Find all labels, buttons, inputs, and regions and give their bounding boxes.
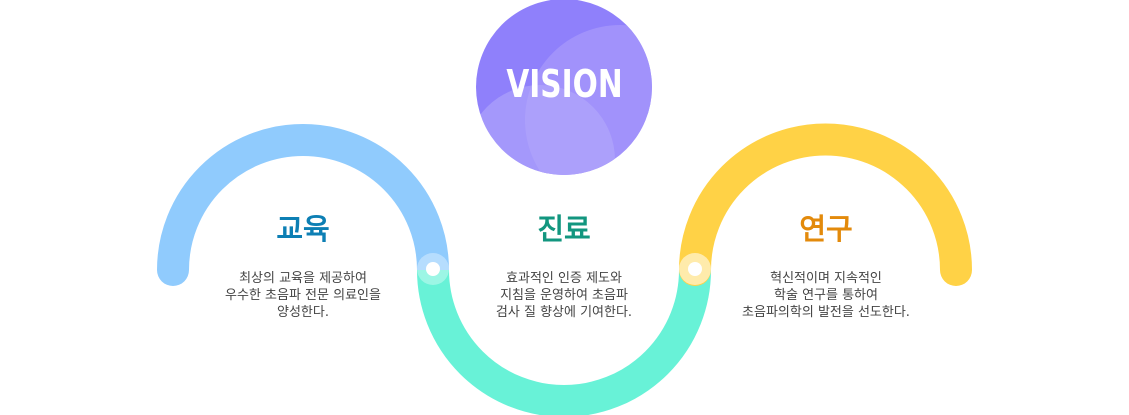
education-desc-line: 최상의 교육을 제공하여 xyxy=(239,271,367,286)
treatment-desc-line: 효과적인 인증 제도와 xyxy=(506,271,622,286)
treatment-desc-line: 지침을 운영하여 초음파 xyxy=(500,288,628,303)
research-desc-line: 초음파의학의 발전을 선도한다. xyxy=(742,305,910,320)
research-desc-line: 학술 연구를 통하여 xyxy=(774,288,878,303)
junction-dot-left xyxy=(417,253,449,285)
treatment-arc xyxy=(417,269,711,415)
research-description: 혁신적이며 지속적인 학술 연구를 통하여 초음파의학의 발전을 선도한다. xyxy=(706,270,946,321)
education-description: 최상의 교육을 제공하여 우수한 초음파 전문 의료인을 양성한다. xyxy=(183,270,423,321)
junction-dot-right xyxy=(679,253,711,285)
research-arc xyxy=(679,123,972,286)
treatment-description: 효과적인 인증 제도와 지침을 운영하여 초음파 검사 질 향상에 기여한다. xyxy=(444,270,684,321)
education-arc xyxy=(157,124,449,286)
treatment-desc-line: 검사 질 향상에 기여한다. xyxy=(495,305,633,320)
treatment-title: 진료 xyxy=(537,212,591,246)
education-desc-line: 양성한다. xyxy=(277,305,329,320)
research-desc-line: 혁신적이며 지속적인 xyxy=(770,271,882,286)
vision-circle xyxy=(476,0,652,175)
research-title: 연구 xyxy=(799,212,853,246)
education-desc-line: 우수한 초음파 전문 의료인을 xyxy=(225,288,381,303)
education-title: 교육 xyxy=(276,212,330,246)
vision-label: VISION xyxy=(506,62,623,106)
